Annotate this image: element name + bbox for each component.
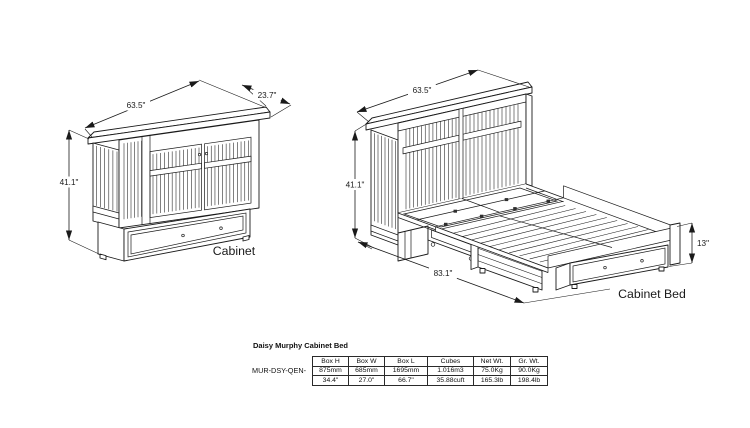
spec-cell: 34.4"	[312, 375, 349, 386]
cabinet-dimensions: 63.5" 23.7" 41.1"	[55, 79, 292, 255]
left-door	[149, 143, 202, 219]
spec-cell: 90.0Kg	[510, 365, 548, 377]
drawer-knob	[219, 226, 223, 230]
support-box-foot	[479, 268, 486, 274]
dim-label-drawer-height: 13"	[697, 239, 709, 248]
col-header-box-h: Box H	[312, 356, 349, 367]
headboard-right-slats	[465, 103, 519, 196]
spec-table-title: Daisy Murphy Cabinet Bed	[253, 341, 349, 350]
right-door-slats	[207, 140, 249, 207]
base-foot	[242, 235, 250, 242]
spec-cell: 165.3lb	[473, 375, 511, 386]
support-box-foot	[532, 287, 539, 293]
spec-cell: 875mm	[312, 365, 349, 377]
headboard-side-slats	[374, 133, 396, 230]
base-foot	[99, 253, 107, 261]
foot-drawer-knob	[640, 259, 644, 263]
cabinet-closed-drawing: 63.5" 23.7" 41.1" Cabinet	[55, 79, 292, 262]
pedestal-caster	[430, 242, 436, 247]
col-header-box-l: Box L	[384, 356, 428, 367]
drawer-knob	[181, 233, 185, 238]
spec-row-imperial: 34.4" 27.0" 66.7" 35.88cuft 165.3lb 198.…	[312, 375, 548, 386]
spec-cell: 35.88cuft	[427, 375, 474, 386]
foot-drawer-foot	[658, 266, 665, 272]
right-door-mid-rail	[204, 155, 252, 169]
spec-cell: 1695mm	[384, 365, 428, 377]
bed-base-front	[397, 225, 429, 262]
foot-drawer-foot	[571, 284, 578, 289]
cabinet-bed-open-drawing: 63.5" 41.1" 83.1" 13" Cabinet Bed	[341, 69, 709, 304]
dim-label-bed-width: 63.5"	[413, 86, 432, 95]
cabinet-bed-view-label: Cabinet Bed	[618, 287, 686, 301]
base-front	[123, 208, 251, 262]
dim-label-bed-height: 41.1"	[346, 181, 365, 190]
dim-label-bed-length: 83.1"	[434, 269, 453, 278]
deck-inner-frame	[402, 187, 559, 228]
spec-table-section: Daisy Murphy Cabinet Bed MUR-DSY-QEN- Bo…	[252, 341, 548, 386]
dim-label-cabinet-height: 41.1"	[60, 178, 79, 187]
spec-cell: 198.4lb	[510, 375, 548, 386]
foot-corner-post	[669, 222, 681, 266]
cabinet-view-label: Cabinet	[213, 244, 256, 258]
left-door-mid-rail	[149, 162, 202, 177]
foot-drawer-knob	[603, 265, 607, 270]
foot-drawer-end	[555, 262, 571, 291]
spec-cell: 685mm	[348, 365, 385, 377]
cabinet-top-fascia	[87, 111, 271, 145]
col-header-gr-wt: Gr. Wt.	[510, 356, 548, 367]
headboard-left-slats	[405, 117, 457, 210]
headboard-center-stile	[458, 107, 464, 200]
cabinet-bed-dimensions: 63.5" 41.1" 83.1" 13"	[341, 69, 709, 304]
dim-label-cabinet-width: 63.5"	[127, 101, 146, 110]
left-door-knob	[197, 153, 202, 157]
cabinet-front-face	[118, 119, 260, 229]
spec-cell: 75.0Kg	[473, 365, 511, 377]
dim-label-cabinet-depth: 23.7"	[258, 91, 277, 100]
spec-table: Box H Box W Box L Cubes Net Wt. Gr. Wt. …	[312, 356, 548, 386]
base-drawer-face	[127, 212, 247, 258]
col-header-net-wt: Net Wt.	[473, 356, 511, 367]
spec-cell: 1.016m3	[427, 365, 474, 377]
col-header-box-w: Box W	[348, 356, 385, 367]
spec-cell: 27.0"	[348, 375, 385, 386]
foot-drawer-face	[569, 244, 669, 286]
spec-cell: 66.7"	[384, 375, 428, 386]
spec-row-metric: 875mm 685mm 1695mm 1.016m3 75.0Kg 90.0Kg	[312, 365, 548, 377]
spec-header-row: Box H Box W Box L Cubes Net Wt. Gr. Wt.	[312, 356, 548, 367]
side-panel-slats	[96, 145, 118, 212]
headboard-right-return	[525, 93, 533, 187]
spec-row-label: MUR-DSY-QEN-	[252, 366, 307, 376]
col-header-cubes: Cubes	[427, 356, 474, 367]
base-drawer-panel	[130, 215, 244, 255]
foot-drawer-panel	[572, 247, 666, 283]
left-door-slats	[152, 147, 200, 215]
right-door	[204, 136, 252, 211]
right-door-knob	[204, 152, 209, 156]
front-corner-slats	[123, 140, 142, 220]
